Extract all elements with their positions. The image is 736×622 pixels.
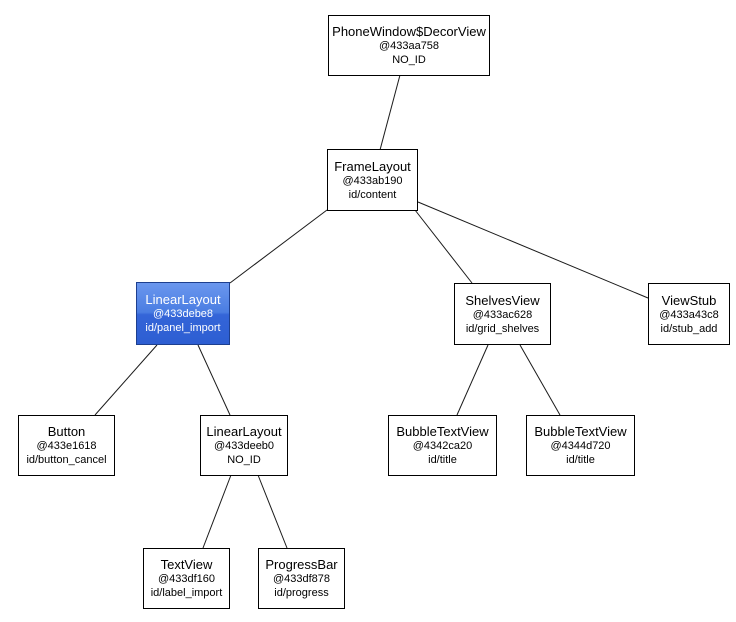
tree-node-shelvesview-grid-shelves[interactable]: ShelvesView @433ac628 id/grid_shelves — [454, 283, 551, 345]
tree-edge — [379, 74, 401, 151]
node-address: @4342ca20 — [412, 440, 473, 452]
tree-node-linearlayout-no-id[interactable]: LinearLayout @433deeb0 NO_ID — [200, 415, 288, 476]
node-class-name: TextView — [160, 557, 213, 572]
node-view-id: NO_ID — [227, 454, 261, 466]
tree-node-bubbletextview-title-2[interactable]: BubbleTextView @4344d720 id/title — [526, 415, 635, 476]
tree-edge — [202, 474, 232, 549]
node-class-name: LinearLayout — [206, 424, 282, 439]
node-class-name: Button — [47, 424, 86, 439]
tree-edge — [229, 209, 328, 284]
node-view-id: id/panel_import — [145, 322, 221, 334]
node-address: @433df878 — [272, 573, 331, 585]
node-view-id: id/title — [566, 454, 595, 466]
tree-node-framelayout-content[interactable]: FrameLayout @433ab190 id/content — [327, 149, 418, 211]
node-address: @433ab190 — [342, 174, 403, 187]
node-class-name: LinearLayout — [145, 292, 221, 307]
node-view-id: id/content — [348, 188, 397, 201]
tree-node-linearlayout-panel-import[interactable]: LinearLayout @433debe8 id/panel_import — [136, 282, 230, 345]
tree-node-bubbletextview-title-1[interactable]: BubbleTextView @4342ca20 id/title — [388, 415, 497, 476]
node-address: @433aa758 — [378, 40, 440, 52]
node-view-id: id/grid_shelves — [465, 322, 540, 335]
node-address: @433debe8 — [152, 308, 214, 320]
tree-edge — [519, 344, 561, 416]
node-address: @433ac628 — [472, 308, 533, 321]
node-class-name: BubbleTextView — [396, 424, 489, 439]
node-view-id: id/label_import — [150, 587, 223, 599]
node-class-name: BubbleTextView — [534, 424, 627, 439]
tree-edge — [456, 344, 489, 416]
node-address: @433deeb0 — [213, 440, 275, 452]
tree-node-textview-label-import[interactable]: TextView @433df160 id/label_import — [143, 548, 230, 609]
node-view-id: id/progress — [274, 587, 329, 599]
tree-node-viewstub-stub-add[interactable]: ViewStub @433a43c8 id/stub_add — [648, 283, 730, 345]
tree-edge — [197, 344, 231, 416]
tree-edge — [414, 209, 473, 284]
node-class-name: ProgressBar — [265, 557, 338, 572]
node-class-name: FrameLayout — [334, 158, 411, 174]
node-address: @433a43c8 — [659, 308, 719, 321]
node-class-name: PhoneWindow$DecorView — [332, 24, 486, 39]
node-address: @4344d720 — [550, 440, 611, 452]
node-class-name: ViewStub — [661, 292, 717, 308]
tree-edge — [94, 344, 158, 416]
node-view-id: id/title — [428, 454, 457, 466]
tree-node-decorview[interactable]: PhoneWindow$DecorView @433aa758 NO_ID — [328, 15, 490, 76]
node-view-id: NO_ID — [392, 54, 426, 66]
node-view-id: id/stub_add — [660, 322, 718, 335]
node-address: @433df160 — [157, 573, 216, 585]
node-view-id: id/button_cancel — [26, 454, 107, 466]
node-class-name: ShelvesView — [465, 292, 540, 308]
node-address: @433e1618 — [36, 440, 97, 452]
tree-node-button-cancel[interactable]: Button @433e1618 id/button_cancel — [18, 415, 115, 476]
tree-node-progressbar-progress[interactable]: ProgressBar @433df878 id/progress — [258, 548, 345, 609]
tree-edge — [257, 474, 288, 549]
